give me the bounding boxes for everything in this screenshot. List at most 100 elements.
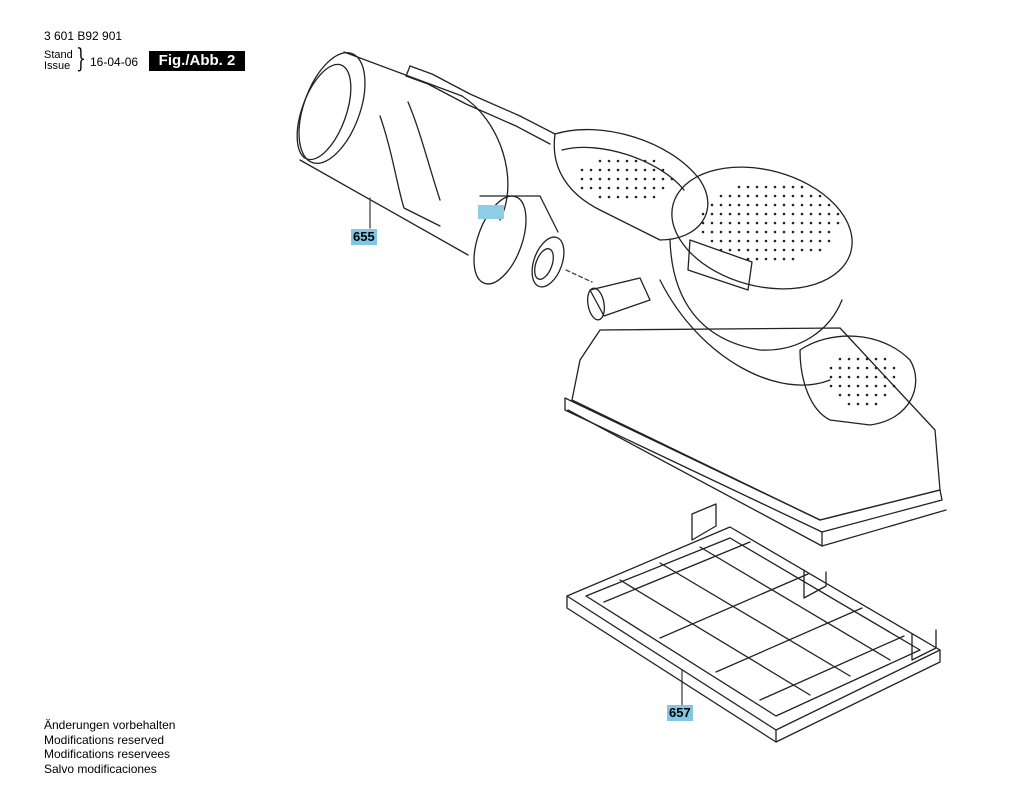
grip-dot xyxy=(773,257,777,261)
grip-dot xyxy=(737,194,741,198)
grip-dot xyxy=(773,212,777,216)
grip-dot xyxy=(856,402,860,406)
brace-icon: } xyxy=(76,44,86,74)
grip-dot xyxy=(764,257,768,261)
grip-dot xyxy=(827,221,831,225)
grip-dot xyxy=(737,230,741,234)
issue-date: 16-04-06 xyxy=(90,55,139,69)
grip-dot xyxy=(892,366,896,370)
sander-body xyxy=(553,128,947,547)
grip-dot xyxy=(746,203,750,207)
grip-dot xyxy=(755,221,759,225)
grip-dot xyxy=(764,221,768,225)
grip-dot xyxy=(652,159,656,163)
grip-dot xyxy=(728,221,732,225)
grip-dot xyxy=(607,168,611,172)
grip-dot xyxy=(791,239,795,243)
grip-dot xyxy=(625,168,629,172)
grip-dot xyxy=(892,375,896,379)
grip-dot xyxy=(847,402,851,406)
grip-dot xyxy=(598,195,602,199)
grip-dot xyxy=(643,186,647,190)
grip-dot xyxy=(755,257,759,261)
note-line: Änderungen vorbehalten xyxy=(44,718,176,732)
grip-dot xyxy=(652,186,656,190)
grip-dot xyxy=(782,257,786,261)
modification-notes: Änderungen vorbehalten Modifications res… xyxy=(44,718,175,776)
grip-dot xyxy=(800,221,804,225)
grip-dot xyxy=(874,375,878,379)
grip-dot xyxy=(643,177,647,181)
grip-dot xyxy=(764,185,768,189)
grip-dot xyxy=(710,239,714,243)
grip-dot xyxy=(625,186,629,190)
grip-dot xyxy=(589,177,593,181)
callout-657[interactable]: 657 xyxy=(667,705,693,721)
grip-dot xyxy=(670,177,674,181)
grip-dot xyxy=(746,230,750,234)
grip-dot xyxy=(764,248,768,252)
grip-dot xyxy=(773,203,777,207)
grip-dot xyxy=(791,194,795,198)
grip-dot xyxy=(643,168,647,172)
grip-dot xyxy=(737,212,741,216)
grip-dot xyxy=(661,177,665,181)
grip-dot xyxy=(827,239,831,243)
grip-dot xyxy=(589,168,593,172)
grip-dot xyxy=(782,230,786,234)
grip-dot xyxy=(800,194,804,198)
grip-dot xyxy=(737,185,741,189)
grip-dot xyxy=(710,212,714,216)
grip-dot xyxy=(719,248,723,252)
grip-dot xyxy=(847,366,851,370)
issue-label: Issue xyxy=(44,60,71,72)
grip-dot xyxy=(800,230,804,234)
grip-dot xyxy=(728,239,732,243)
grip-dot xyxy=(701,230,705,234)
grip-dot xyxy=(773,194,777,198)
grip-dot xyxy=(809,239,813,243)
grip-dot xyxy=(773,230,777,234)
grip-dot xyxy=(809,194,813,198)
clamping-plate xyxy=(566,503,941,743)
grip-dot xyxy=(719,194,723,198)
stand-label: Stand xyxy=(44,49,73,61)
grip-dot xyxy=(791,248,795,252)
grip-dot xyxy=(856,366,860,370)
grip-dot xyxy=(818,230,822,234)
grip-dot xyxy=(809,221,813,225)
grip-dot xyxy=(883,375,887,379)
grip-dot xyxy=(829,366,833,370)
grip-dot xyxy=(598,177,602,181)
grip-dot xyxy=(634,177,638,181)
grip-dot xyxy=(755,194,759,198)
grip-dot xyxy=(755,248,759,252)
grip-dot xyxy=(865,402,869,406)
grip-dot xyxy=(773,221,777,225)
grip-dot xyxy=(856,393,860,397)
grip-dot xyxy=(746,185,750,189)
grip-dot xyxy=(737,248,741,252)
note-line: Modifications reserved xyxy=(44,732,165,747)
grip-dot xyxy=(607,159,611,163)
grip-dot xyxy=(764,230,768,234)
grip-dot xyxy=(746,257,750,261)
grip-dot xyxy=(892,384,896,388)
grip-dot xyxy=(782,239,786,243)
grip-dot xyxy=(847,375,851,379)
grip-dot xyxy=(838,384,842,388)
grip-dot xyxy=(764,203,768,207)
grip-dot xyxy=(800,212,804,216)
grip-dot xyxy=(782,248,786,252)
callout-655[interactable]: 655 xyxy=(351,229,377,245)
grip-dot xyxy=(809,212,813,216)
grip-dot xyxy=(838,357,842,361)
grip-dot xyxy=(883,357,887,361)
grip-dot xyxy=(616,195,620,199)
grip-dot xyxy=(800,248,804,252)
grip-dot xyxy=(883,384,887,388)
grip-dot xyxy=(719,212,723,216)
grip-dot xyxy=(818,239,822,243)
grip-dot xyxy=(598,168,602,172)
grip-dot xyxy=(809,230,813,234)
